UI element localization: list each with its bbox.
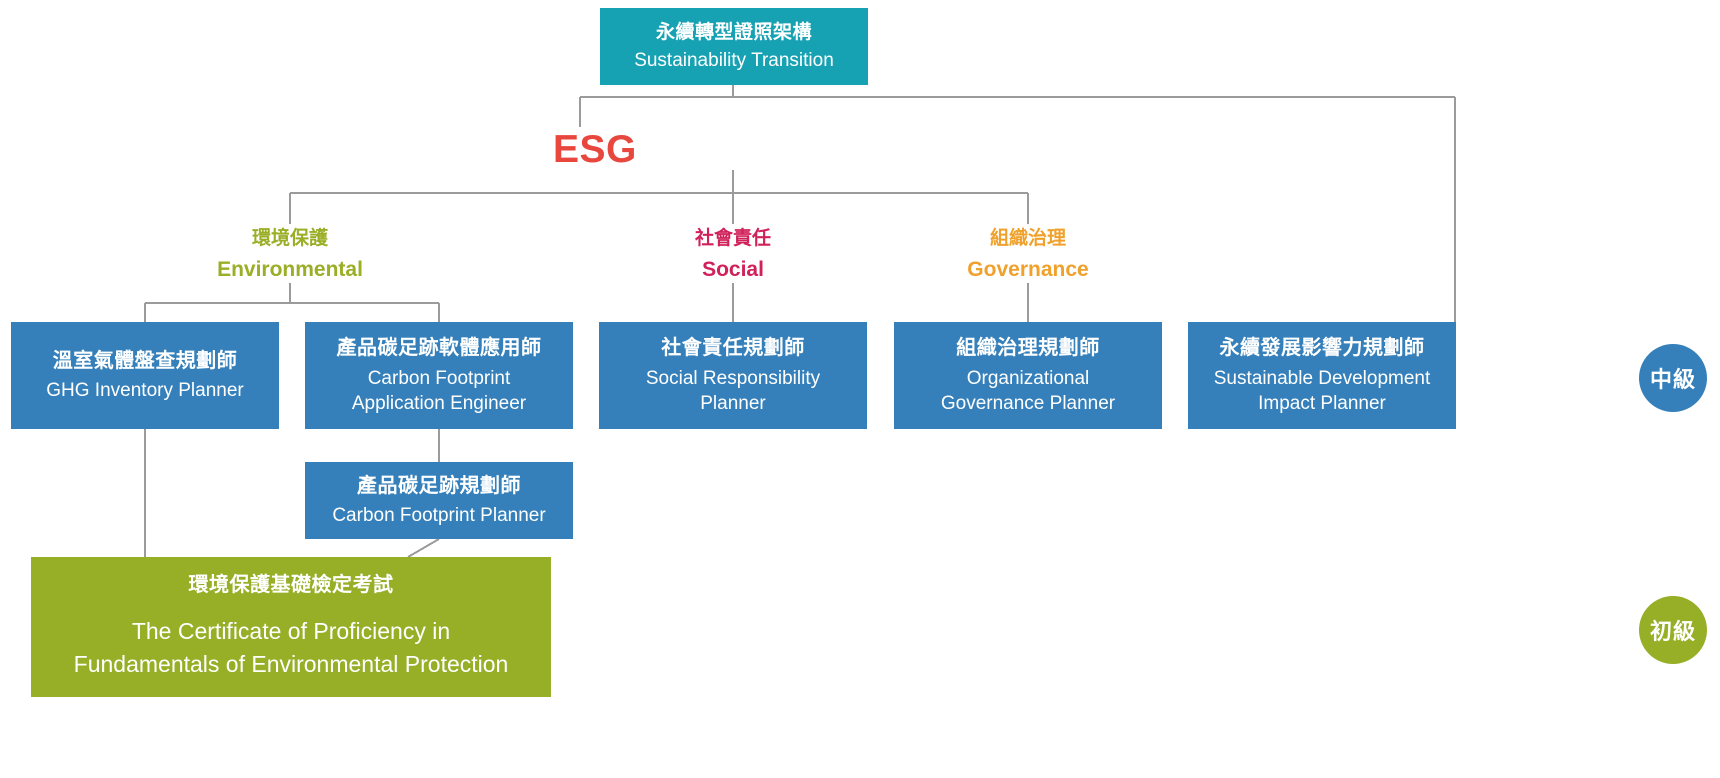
node-cert-organizational-governance-planner[interactable]: 組織治理規劃師 Organizational Governance Planne…	[894, 322, 1162, 429]
node-root-title-en: Sustainability Transition	[634, 50, 834, 71]
cert-ogp-en-line2: Governance Planner	[940, 392, 1116, 414]
pillar-environmental-zh: 環境保護	[251, 228, 328, 249]
node-cert-sustainable-development-impact-planner[interactable]: 永續發展影響力規劃師 Sustainable Development Impac…	[1188, 322, 1456, 429]
pillar-social-en: Social	[702, 257, 764, 281]
pillar-governance-zh: 組織治理	[989, 228, 1066, 249]
exam-title-en-line2: Fundamentals of Environmental Protection	[73, 651, 509, 678]
cert-cfp-en: Carbon Footprint Planner	[332, 505, 546, 527]
cert-ghg-zh: 溫室氣體盤查規劃師	[52, 349, 238, 372]
level-badge-basic[interactable]: 初級	[1639, 596, 1707, 664]
cert-sdip-en-line1: Sustainable Development	[1213, 367, 1431, 389]
node-root-sustainability-transition[interactable]: 永續轉型證照架構 Sustainability Transition	[600, 8, 868, 85]
node-cert-carbon-footprint-planner[interactable]: 產品碳足跡規劃師 Carbon Footprint Planner	[305, 462, 573, 539]
cert-sdip-en-line2: Impact Planner	[1258, 392, 1386, 414]
cert-ghg-en: GHG Inventory Planner	[46, 380, 244, 402]
node-cert-social-responsibility-planner[interactable]: 社會責任規劃師 Social Responsibility Planner	[599, 322, 867, 429]
pillar-social-zh: 社會責任	[694, 228, 771, 249]
pillar-label-social: 社會責任 Social	[633, 226, 833, 284]
cert-srp-zh: 社會責任規劃師	[661, 337, 805, 360]
cert-srp-en-line2: Planner	[700, 392, 766, 414]
cert-sdip-zh: 永續發展影響力規劃師	[1219, 337, 1425, 360]
node-exam-environmental-protection-fundamentals[interactable]: 環境保護基礎檢定考試 The Certificate of Proficienc…	[31, 557, 551, 697]
esg-framework-label: ESG	[553, 128, 637, 171]
node-root-title-zh: 永續轉型證照架構	[655, 21, 812, 43]
level-badge-intermediate[interactable]: 中級	[1639, 344, 1707, 412]
exam-title-zh: 環境保護基礎檢定考試	[188, 574, 394, 597]
pillar-governance-en: Governance	[967, 257, 1089, 281]
pillar-label-governance: 組織治理 Governance	[928, 226, 1128, 284]
cert-cfae-en-line1: Carbon Footprint	[367, 367, 511, 389]
cert-cfae-en-line2: Application Engineer	[351, 392, 527, 414]
exam-title-en-line1: The Certificate of Proficiency in	[131, 617, 451, 644]
cert-cfp-zh: 產品碳足跡規劃師	[357, 474, 521, 497]
pillar-environmental-en: Environmental	[217, 257, 363, 281]
cert-ogp-zh: 組織治理規劃師	[956, 337, 1100, 360]
cert-srp-en-line1: Social Responsibility	[645, 367, 821, 389]
wire-cfp-to-exam	[407, 538, 440, 558]
node-cert-carbon-footprint-application-engineer[interactable]: 產品碳足跡軟體應用師 Carbon Footprint Application …	[305, 322, 573, 429]
pillar-label-environmental: 環境保護 Environmental	[190, 226, 390, 284]
cert-ogp-en-line1: Organizational	[966, 367, 1090, 389]
node-cert-ghg-inventory-planner[interactable]: 溫室氣體盤查規劃師 GHG Inventory Planner	[11, 322, 279, 429]
cert-cfae-zh: 產品碳足跡軟體應用師	[336, 337, 542, 360]
